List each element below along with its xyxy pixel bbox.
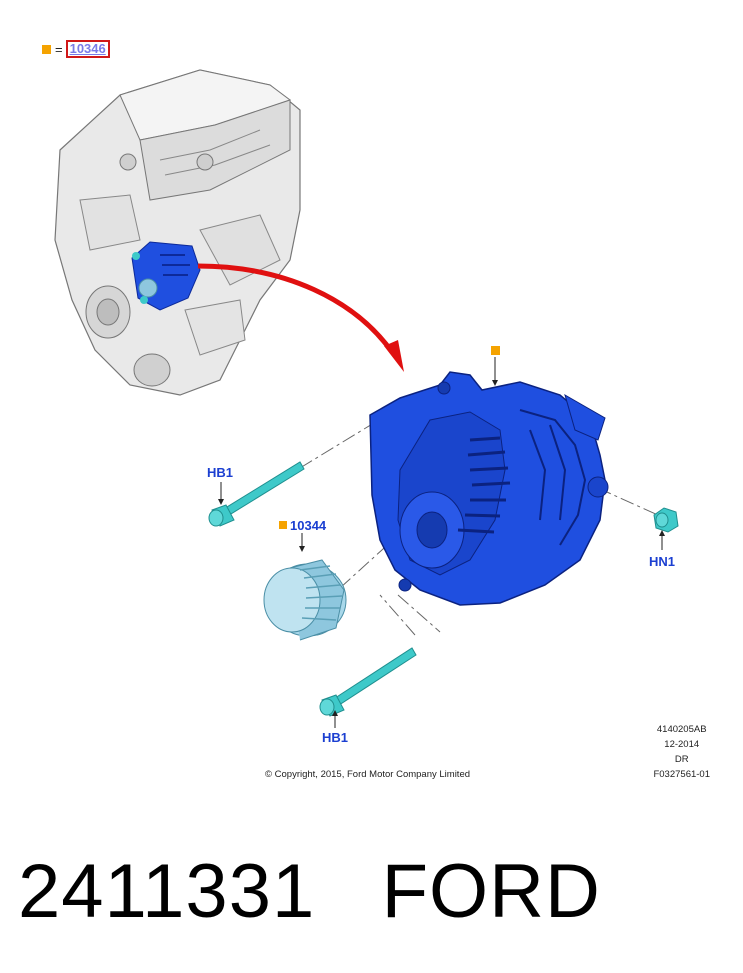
pointer-arrow [197, 263, 404, 372]
nut-hn1 [653, 507, 679, 533]
callout-pulley: 10344 [290, 518, 327, 533]
part-number: 2411331 [18, 849, 316, 934]
meta-line-2: 12-2014 [664, 739, 700, 750]
meta-line-3: DR [674, 754, 689, 765]
copyright-text: © Copyright, 2015, Ford Motor Company Li… [265, 769, 471, 780]
callout-hb1-bottom: HB1 [322, 730, 349, 745]
alternator [369, 371, 609, 606]
legend-marker-icon [42, 44, 51, 54]
engine-alternator-highlight [131, 241, 201, 311]
bolt-hb1-bottom [319, 647, 417, 717]
pulley-marker-icon [279, 521, 287, 529]
alternator-marker-icon [491, 346, 500, 355]
callout-hb1-top: HB1 [207, 465, 234, 480]
drawing-meta: 4140205AB 12-2014 DR F0327561-01 [653, 722, 710, 782]
legend-equals: = [55, 41, 63, 57]
meta-line-1: 4140205AB [656, 724, 707, 735]
pulley-10344 [263, 559, 347, 641]
legend: = 10346 [42, 40, 110, 58]
footer-caption: 2411331 FORD [18, 848, 601, 935]
meta-line-4: F0327561-01 [653, 769, 710, 780]
legend-ref-link[interactable]: 10346 [65, 40, 110, 58]
callout-hn1: HN1 [649, 554, 676, 569]
engine-illustration [54, 69, 301, 396]
bolt-hb1-top [208, 461, 305, 527]
brand-name: FORD [381, 849, 601, 934]
